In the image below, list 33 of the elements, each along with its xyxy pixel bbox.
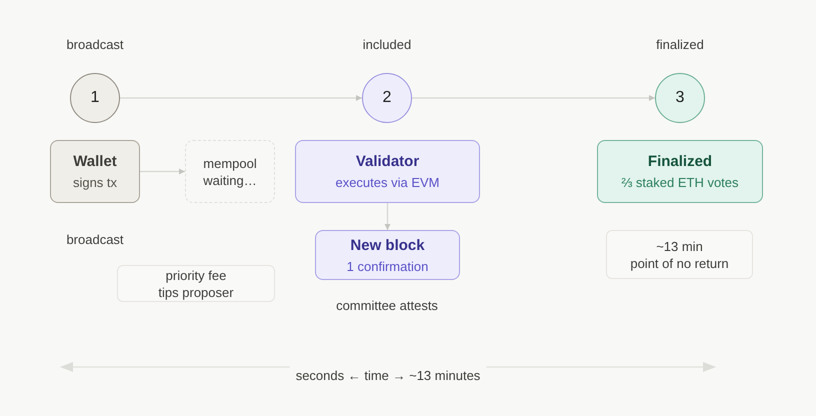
process-box (315, 230, 460, 280)
node-text: point of no return (630, 254, 729, 272)
process-box (50, 140, 140, 203)
node-title: Finalized (648, 152, 712, 171)
node-subtitle: ⅔ staked ETH votes (621, 174, 739, 191)
process-box (597, 140, 763, 203)
node-subtitle: executes via EVM (335, 174, 440, 191)
step-label: broadcast (66, 37, 124, 53)
node-text: priority fee tips proposer (157, 266, 235, 300)
arrow (140, 168, 185, 174)
step-number: 2 (382, 89, 392, 107)
node-title: Validator (356, 152, 420, 171)
process-box (295, 140, 480, 203)
node-title: New block (350, 236, 425, 254)
caption-text: broadcast (66, 232, 124, 248)
step-number: 3 (676, 89, 684, 107)
step-circle (655, 73, 705, 123)
node-subtitle: 1 confirmation (346, 258, 428, 274)
step-circle (362, 73, 412, 123)
caption-text: committee attests (336, 298, 438, 314)
axis-label: seconds ← time → ~13 minutes (296, 368, 480, 384)
step-label: finalized (656, 37, 704, 53)
pending-box (185, 140, 275, 203)
arrow (120, 95, 362, 101)
step-number: 1 (90, 89, 100, 107)
step-circle (70, 73, 120, 123)
arrow (412, 95, 655, 101)
node-text: ~13 min (656, 238, 703, 254)
node-subtitle: signs tx (72, 174, 118, 191)
arrow (384, 203, 390, 230)
node-text: mempool waiting… (202, 154, 258, 188)
node-title: Wallet (73, 152, 117, 171)
step-label: included (362, 37, 412, 53)
